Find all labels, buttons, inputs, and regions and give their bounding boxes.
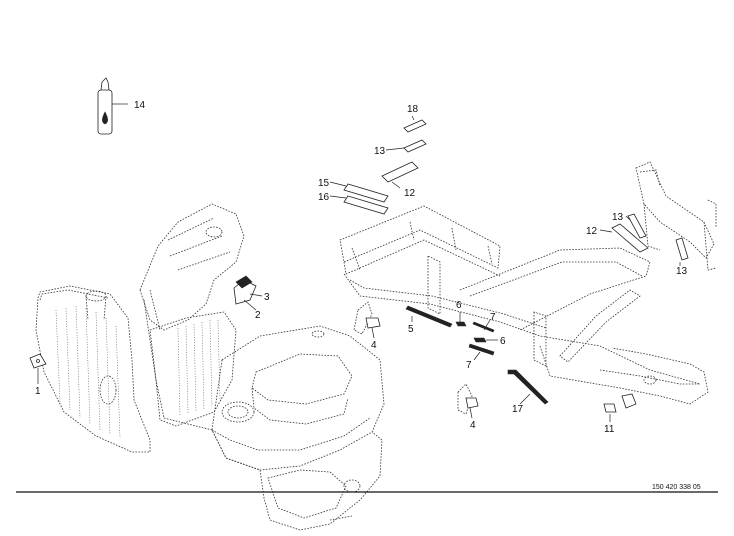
callout-14: 14: [134, 100, 146, 111]
frame-assembly: [339, 161, 717, 405]
callout-labels: 1 2 3 4 4 5 6 6 7 7 11 12 12 13 13 13 14…: [35, 100, 688, 435]
drawing-reference-number: 150 420 338 05: [652, 484, 701, 491]
callout-18: 18: [407, 104, 419, 115]
part-12-strip-top: [381, 161, 419, 183]
callout-12-right: 12: [586, 226, 598, 237]
part-16-strip: [343, 195, 389, 215]
part-4-bracket-lower: [457, 383, 479, 415]
callout-2: 2: [255, 310, 261, 321]
callout-13-right: 13: [612, 212, 624, 223]
part-2-3-bracket: [233, 275, 257, 305]
callout-6-upper: 6: [456, 300, 462, 311]
callout-3: 3: [264, 292, 270, 303]
callout-11: 11: [604, 424, 615, 435]
callout-6-lower: 6: [500, 336, 506, 347]
grease-tube-part: [97, 77, 113, 135]
callout-4-upper: 4: [371, 340, 377, 351]
callout-12-top: 12: [404, 188, 416, 199]
part-18-strip: [403, 119, 427, 133]
callout-13-top: 13: [374, 146, 386, 157]
part-17-strip: [507, 369, 549, 405]
part-1-clip: [29, 353, 47, 369]
callout-13-lower: 13: [676, 266, 688, 277]
part-7-strip-a: [472, 321, 495, 333]
callout-1: 1: [35, 386, 41, 397]
leader-lines: [37, 103, 681, 422]
part-13-strip-right-a: [627, 213, 647, 239]
part-13-strip-right-b: [675, 237, 689, 261]
part-5-strip: [405, 305, 453, 328]
callout-16: 16: [318, 192, 330, 203]
part-12-strip-right: [611, 223, 649, 253]
part-6-pad-a: [455, 321, 467, 327]
callout-7-upper: 7: [490, 312, 496, 323]
part-11-blocks: [603, 393, 637, 413]
body-shroud-assembly: [35, 203, 385, 531]
part-15-strip: [343, 183, 389, 203]
part-7-strip-b: [468, 343, 495, 356]
part-13-strip-top: [403, 139, 427, 153]
callout-17: 17: [512, 404, 524, 415]
callout-4-lower: 4: [470, 420, 476, 431]
callout-7-lower: 7: [466, 360, 472, 371]
callout-15: 15: [318, 178, 330, 189]
part-6-pad-b: [473, 337, 487, 343]
callout-5: 5: [408, 324, 414, 335]
part-4-bracket-upper: [353, 301, 381, 335]
